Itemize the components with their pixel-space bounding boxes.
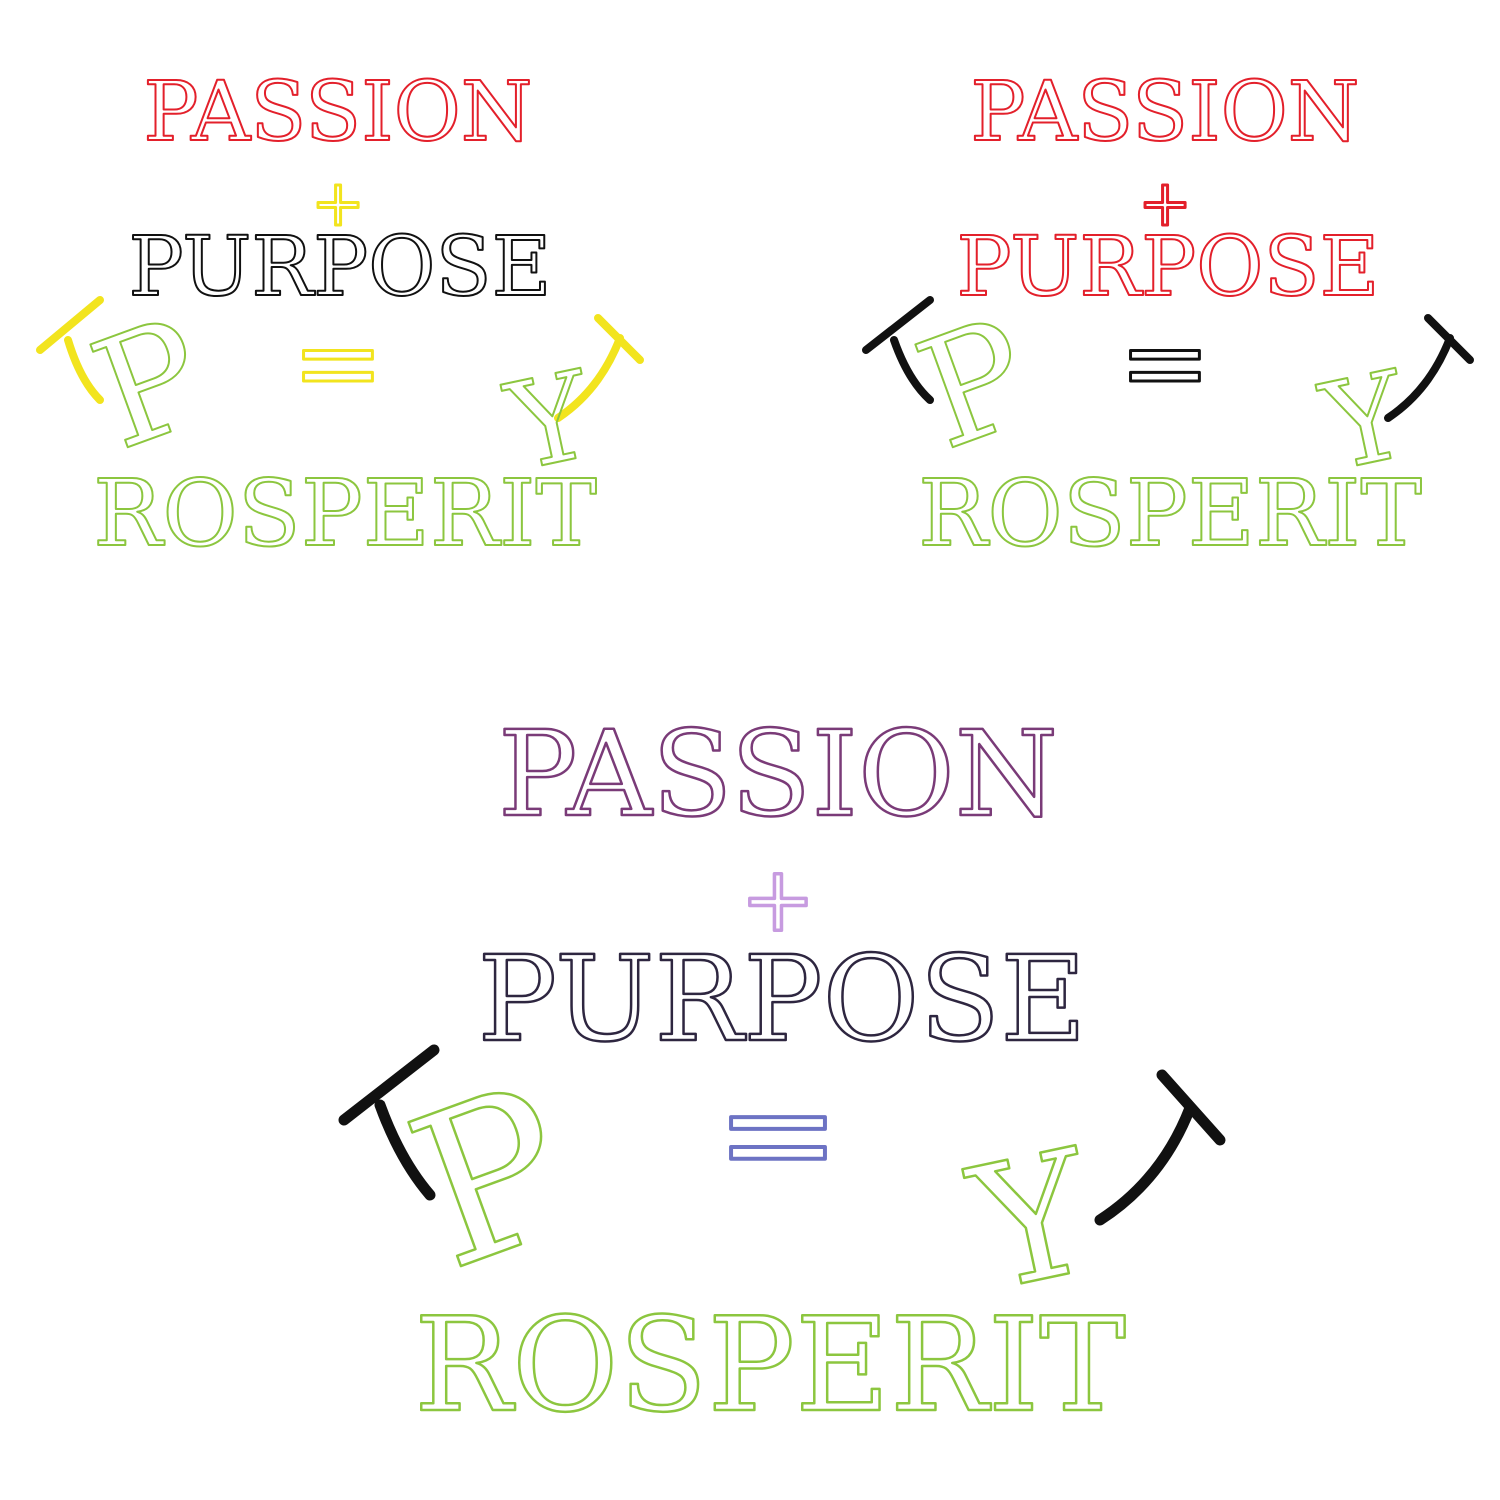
left-bracket-mark [862,296,934,404]
logo-art: PASSION + PURPOSE = P ROSPERIT Y [36,64,644,568]
logo-purple-variant: PASSION + PURPOSE = P ROSPERIT Y [300,640,1260,1490]
equals-sign: = [1119,298,1211,426]
passion-word: PASSION [143,65,532,160]
passion-word: PASSION [498,705,1058,843]
logo-art: PASSION + PURPOSE = P ROSPERIT Y [862,64,1474,568]
logo-art: PASSION + PURPOSE = P ROSPERIT Y [338,704,1226,1442]
equals-sign: = [292,298,384,426]
plus-sign: + [311,167,365,241]
right-bracket-mark [554,314,644,422]
purpose-word: PURPOSE [478,930,1087,1068]
prosperity-word: ROSPERIT [414,1289,1126,1441]
prosperity-word: ROSPERIT [93,460,597,567]
purpose-word: PURPOSE [128,220,551,315]
prosperity-initial: P [383,1038,600,1317]
prosperity-word: ROSPERIT [918,460,1422,567]
passion-word: PASSION [970,65,1359,160]
right-bracket-mark [1094,1069,1226,1226]
plus-sign: + [740,847,815,952]
logo-red-variant: PASSION + PURPOSE = P ROSPERIT Y [830,0,1500,590]
equals-sign: = [715,1047,841,1221]
logo-yellow-variant: PASSION + PURPOSE = P ROSPERIT Y [0,0,700,590]
right-bracket-mark [1384,314,1474,422]
prosperity-initial: P [898,286,1052,484]
plus-sign: + [1138,167,1192,241]
purpose-word: PURPOSE [956,220,1379,315]
left-bracket-mark [338,1044,440,1201]
left-bracket-mark [36,296,104,404]
prosperity-initial: P [73,286,227,484]
